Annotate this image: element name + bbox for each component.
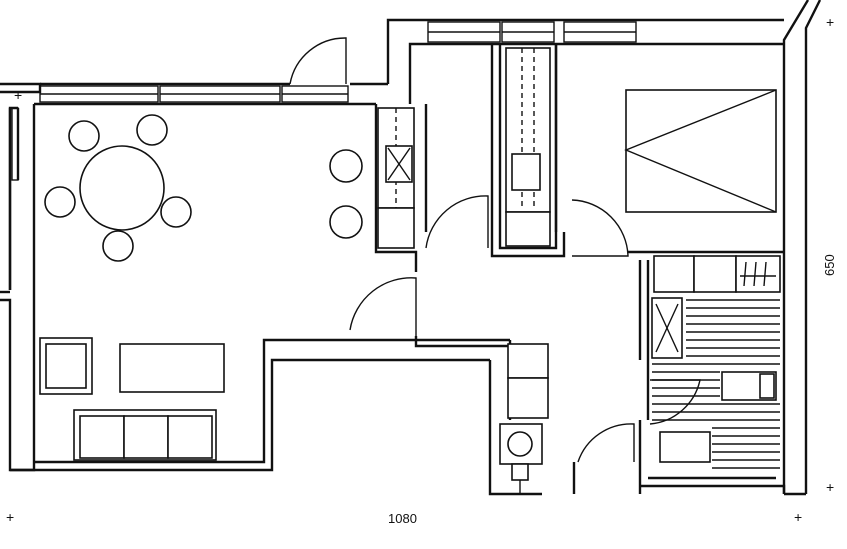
- fridge: [377, 207, 415, 249]
- door-kitchen: [425, 195, 489, 249]
- chair: [329, 205, 363, 239]
- cabinet: [507, 377, 549, 419]
- door-closet: [649, 379, 701, 425]
- height-dimension: 650: [822, 254, 837, 276]
- utility-room: [651, 297, 780, 469]
- corner-mark: +: [794, 509, 802, 525]
- bed: [625, 89, 777, 213]
- chair: [44, 186, 76, 218]
- width-dimension: 1080: [388, 511, 417, 526]
- wardrobe: [735, 255, 781, 293]
- striped-floor: [652, 299, 780, 469]
- door-bottom: [577, 423, 635, 463]
- chair: [68, 120, 100, 152]
- chair: [160, 196, 192, 228]
- toilet: [507, 431, 533, 457]
- corner-mark: +: [14, 87, 22, 103]
- windows: [11, 21, 637, 181]
- doors: [289, 37, 701, 463]
- window-left: [11, 107, 19, 181]
- corner-mark: +: [826, 479, 834, 495]
- dining-table: [79, 145, 165, 231]
- chair: [329, 149, 363, 183]
- door-bedroom: [571, 199, 629, 257]
- dining-set: [44, 114, 363, 262]
- kitchen: [377, 107, 415, 249]
- coffee-table: [119, 343, 225, 393]
- wardrobe: [693, 255, 737, 293]
- door-entry: [289, 37, 347, 85]
- chair: [136, 114, 168, 146]
- corner-mark: +: [6, 509, 14, 525]
- basin: [511, 153, 541, 191]
- living-furniture: [39, 337, 225, 461]
- corridor-fixtures: [499, 343, 549, 494]
- door-living: [349, 277, 417, 336]
- annotations: 1080 650 + + + + +: [6, 14, 837, 526]
- bathroom: [505, 47, 551, 247]
- cabinet: [507, 343, 549, 379]
- wardrobe: [653, 255, 695, 293]
- table: [659, 431, 711, 463]
- chair: [102, 230, 134, 262]
- corner-mark: +: [826, 14, 834, 30]
- bedroom: [624, 89, 781, 293]
